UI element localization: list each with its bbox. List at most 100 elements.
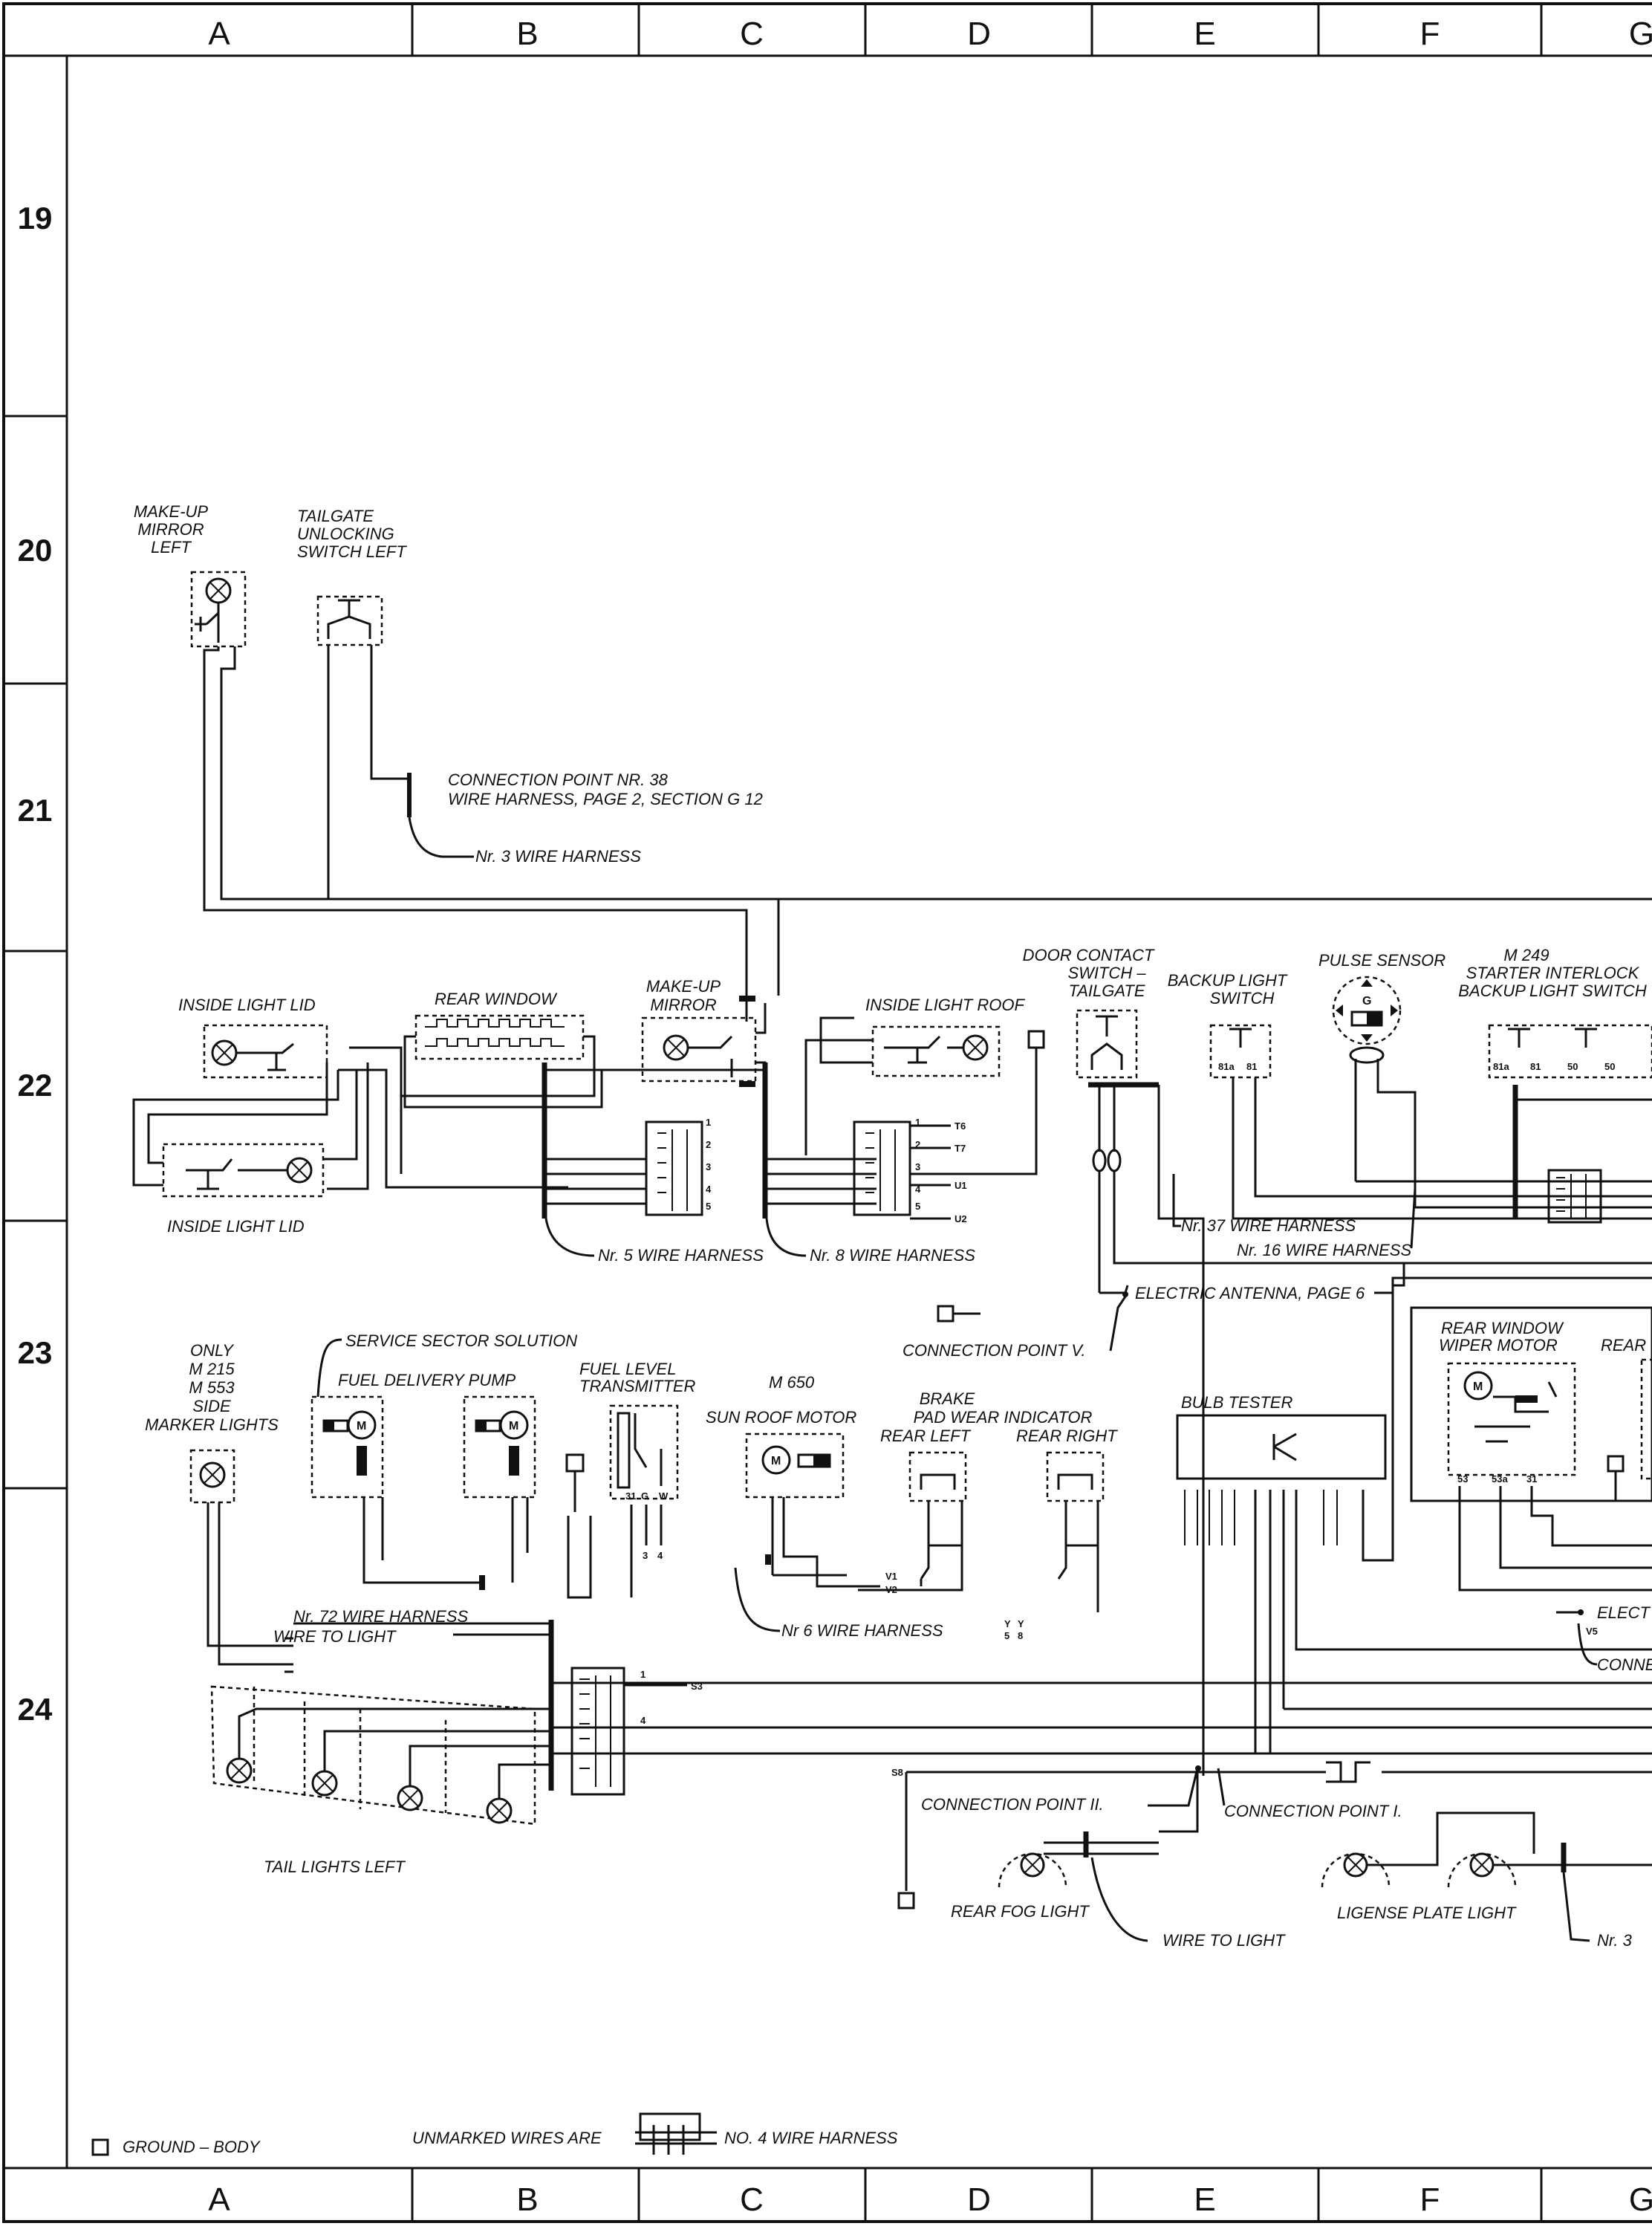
side-marker-label-3: M 553 xyxy=(189,1378,235,1397)
nr37-harness-label: Nr. 37 WIRE HARNESS xyxy=(1181,1216,1356,1235)
pump1-motor-m: M xyxy=(357,1420,366,1433)
harness72-pin-4: 4 xyxy=(640,1715,646,1726)
starter-pin-81: 81 xyxy=(1530,1061,1541,1072)
ground-terminal-icon xyxy=(1607,1455,1625,1473)
pin-u1: U1 xyxy=(955,1180,967,1191)
legend: GROUND – BODY UNMARKED WIRES ARE NO. 4 W… xyxy=(91,2112,898,2156)
nr8-harness-label: Nr. 8 WIRE HARNESS xyxy=(810,1246,975,1265)
wiper-pin-53a: 53a xyxy=(1492,1473,1508,1485)
connection-point-i-label: CONNECTION POINT I. xyxy=(1224,1802,1402,1820)
col-header-g: G xyxy=(1629,16,1652,52)
side-marker-label-5: MARKER LIGHTS xyxy=(145,1415,279,1434)
connection-point-ii-label: CONNECTION POINT II. xyxy=(921,1795,1104,1814)
col-footer-e: E xyxy=(1194,2181,1215,2218)
rear-right-label: REAR RIGHT xyxy=(1016,1427,1118,1445)
row-number-20: 20 xyxy=(18,533,53,568)
pin-u2: U2 xyxy=(955,1213,967,1224)
inside-light-lid-bottom-label: INSIDE LIGHT LID xyxy=(167,1217,305,1236)
plug2-pin-1: 1 xyxy=(915,1117,920,1128)
col-header-d: D xyxy=(967,16,991,52)
connection-point-v-label: CONNECTION POINT V. xyxy=(903,1341,1086,1360)
door-contact-label-3: TAILGATE xyxy=(1068,982,1145,1000)
brake-pad-label-1: BRAKE xyxy=(920,1389,975,1408)
nr3-cut-label: Nr. 3 xyxy=(1597,1931,1633,1950)
plug1-pin-5: 5 xyxy=(706,1201,711,1212)
makeup-mirror-left: MAKE-UP MIRROR LEFT xyxy=(134,502,780,1022)
tailgate-unlocking-switch: TAILGATE UNLOCKING SWITCH LEFT xyxy=(297,507,1652,901)
sun-roof-motor: M 650 SUN ROOF MOTOR M V1 V2 Nr 6 WIRE H… xyxy=(706,1373,943,1640)
starter-interlock-backup-light-switch: M 249 STARTER INTERLOCK BACKUP LIGHT SWI… xyxy=(1458,946,1652,1224)
ground-terminal-icon xyxy=(1027,1030,1045,1049)
plug1-pin-3: 3 xyxy=(706,1161,711,1172)
unmarked-wires-label: UNMARKED WIRES ARE xyxy=(412,2129,602,2147)
wiper-pin-53: 53 xyxy=(1457,1473,1468,1485)
wiper-pin-31: 31 xyxy=(1526,1473,1537,1485)
rear-window-heater: REAR WINDOW xyxy=(401,990,603,1109)
brake-pad-wear-indicator: BRAKE PAD WEAR INDICATOR REAR LEFT REAR … xyxy=(858,1389,1118,1641)
backup-light-switch-label-1: BACKUP LIGHT xyxy=(1168,971,1288,990)
pin-y1-sub: 5 xyxy=(1004,1630,1009,1641)
bulb-tester: BULB TESTER xyxy=(1176,1276,1652,1755)
conn-point-38-label-1: CONNECTION POINT NR. 38 xyxy=(448,770,669,789)
side-marker-lights: ONLY M 215 M 553 SIDE MARKER LIGHTS xyxy=(145,1341,293,1673)
inside-light-roof-label: INSIDE LIGHT ROOF xyxy=(865,996,1025,1014)
pin-s8: S8 xyxy=(891,1767,903,1778)
pump2-motor-m: M xyxy=(509,1420,518,1433)
fuel-sub-3: 3 xyxy=(643,1550,648,1561)
starter-pin-50: 50 xyxy=(1567,1061,1578,1072)
nr3-harness-label: Nr. 3 WIRE HARNESS xyxy=(475,847,641,866)
plug1-pin-4: 4 xyxy=(706,1184,712,1195)
rear-fog-and-license-lights: S8 CONNECTION POINT II. CONNECTION POINT… xyxy=(891,1761,1652,1950)
col-header-e: E xyxy=(1194,16,1215,52)
wiper-label-2: WIPER MOTOR xyxy=(1439,1336,1558,1354)
wire-to-light-bottom-label: WIRE TO LIGHT xyxy=(1162,1931,1286,1950)
makeup-mirror-right: MAKE-UP MIRROR xyxy=(641,977,767,1189)
ground-terminal-icon xyxy=(937,1305,955,1323)
row-number-24: 24 xyxy=(18,1692,53,1727)
license-plate-light-label: LIGENSE PLATE LIGHT xyxy=(1337,1904,1517,1922)
tailgate-switch-label-1: TAILGATE xyxy=(297,507,374,525)
makeup-mirror-left-label-2: MIRROR xyxy=(137,520,204,539)
starter-interlock-label-1: M 249 xyxy=(1503,946,1549,964)
wiper-label-1: REAR WINDOW xyxy=(1441,1319,1564,1337)
door-contact-label-2: SWITCH – xyxy=(1067,964,1146,982)
backup-pin-81: 81 xyxy=(1246,1061,1257,1072)
electric-antenna-label: ELECTRIC ANTENNA, PAGE 6 xyxy=(1135,1284,1365,1302)
plug2-pin-4: 4 xyxy=(915,1184,921,1195)
rear-left-label: REAR LEFT xyxy=(880,1427,972,1445)
nr72-harness-label: Nr. 72 WIRE HARNESS xyxy=(293,1607,468,1626)
starter-pin-50b: 50 xyxy=(1604,1061,1615,1072)
nr5-harness-label: Nr. 5 WIRE HARNESS xyxy=(598,1246,764,1265)
ground-body-icon xyxy=(91,2138,109,2156)
pin-v1: V1 xyxy=(885,1571,897,1582)
row-number-19: 19 xyxy=(18,201,53,236)
fuel-level-label-1: FUEL LEVEL xyxy=(579,1360,676,1378)
fuel-level-transmitter: FUEL LEVEL TRANSMITTER 31 G W 3 4 xyxy=(579,1360,696,1597)
backup-light-switch-label-2: SWITCH xyxy=(1210,989,1275,1008)
pin-y1: Y xyxy=(1004,1618,1011,1629)
col-header-f: F xyxy=(1420,16,1440,52)
col-footer-a: A xyxy=(208,2181,230,2218)
side-marker-label-2: M 215 xyxy=(189,1360,235,1378)
starter-interlock-label-2: STARTER INTERLOCK xyxy=(1466,964,1640,982)
col-header-c: C xyxy=(740,16,764,52)
col-footer-g: G xyxy=(1629,2181,1652,2218)
rear-window-label: REAR WINDOW xyxy=(435,990,558,1008)
rear-window-wiper-motor: REAR WINDOW WIPER MOTOR REAR M 53 53a 31 xyxy=(1410,1306,1652,1592)
makeup-mirror-label-2: MIRROR xyxy=(650,996,716,1014)
makeup-mirror-label-1: MAKE-UP xyxy=(646,977,721,996)
fuel-pump-label: FUEL DELIVERY PUMP xyxy=(338,1371,516,1389)
pulse-sensor-label: PULSE SENSOR xyxy=(1318,951,1446,970)
pulse-sensor-g: G xyxy=(1362,995,1371,1008)
col-footer-c: C xyxy=(740,2181,764,2218)
side-marker-label-4: SIDE xyxy=(192,1397,231,1415)
pin-t6: T6 xyxy=(955,1120,966,1132)
harness-bundle-22: 1 2 3 4 5 1 2 3 4 5 T6 T7 U1 U2 Nr. 5 WI… xyxy=(542,1062,975,1265)
tailgate-switch-label-3: SWITCH LEFT xyxy=(297,542,407,561)
door-contact-switch-tailgate: DOOR CONTACT SWITCH – TAILGATE xyxy=(1023,946,1652,1776)
wiper-motor-m: M xyxy=(1473,1380,1483,1393)
brake-pad-label-2: PAD WEAR INDICATOR xyxy=(914,1408,1093,1427)
fuel-sub-4: 4 xyxy=(657,1550,663,1561)
